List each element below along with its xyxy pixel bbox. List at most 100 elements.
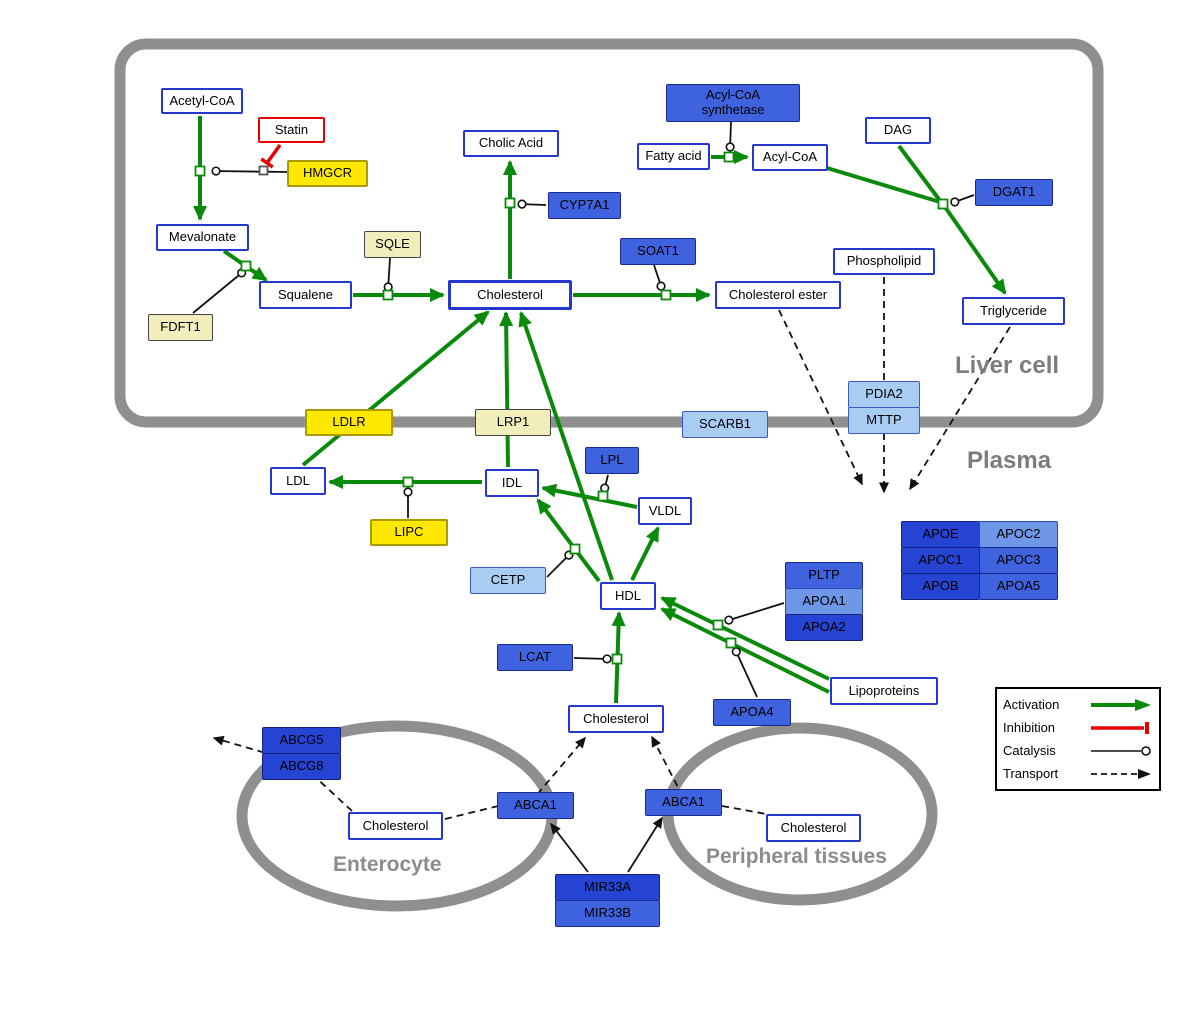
- node-pltp[interactable]: PLTP: [785, 562, 863, 589]
- node-ldlr[interactable]: LDLR: [305, 409, 393, 436]
- reaction-anchor: [504, 197, 516, 209]
- node-ldl[interactable]: LDL: [270, 467, 326, 495]
- reaction-anchor: [611, 653, 623, 665]
- node-apoa5[interactable]: APOA5: [979, 573, 1058, 600]
- reaction-anchor: [660, 289, 672, 301]
- node-vldl[interactable]: VLDL: [638, 497, 692, 525]
- reaction-anchor: [402, 476, 414, 488]
- edge-transport-enterocyte-cholesterol-plasma: [444, 736, 586, 820]
- reaction-anchor: [723, 151, 735, 163]
- activation-arrow-icon: [1091, 698, 1151, 711]
- node-lpl[interactable]: LPL: [585, 447, 639, 474]
- edge-catalysis-fdft1: [192, 268, 247, 314]
- edge-catalysis-acylcoa-synthetase: [725, 121, 735, 152]
- node-squalene[interactable]: Squalene: [259, 281, 352, 309]
- node-cetp[interactable]: CETP: [470, 567, 546, 594]
- reaction-anchor: [194, 165, 206, 177]
- edge-catalysis-apoa4: [731, 647, 758, 698]
- legend: Activation Inhibition Catalysis Transpor…: [995, 687, 1161, 791]
- node-cyp7a1[interactable]: CYP7A1: [548, 192, 621, 219]
- reaction-anchor: [725, 637, 737, 649]
- node-abca1-enterocyte[interactable]: ABCA1: [497, 792, 574, 819]
- node-acetyl-coa[interactable]: Acetyl-CoA: [161, 88, 243, 114]
- edge-lipoproteins-hdl-upper: [660, 596, 830, 681]
- node-abcg5[interactable]: ABCG5: [262, 727, 341, 754]
- node-hdl[interactable]: HDL: [600, 582, 656, 610]
- edge-ldl-cholesterol-via-ldlr: [301, 310, 490, 467]
- node-acyl-coa-synthetase[interactable]: Acyl-CoA synthetase: [666, 84, 800, 122]
- node-phospholipid[interactable]: Phospholipid: [833, 248, 935, 275]
- node-cholic-acid[interactable]: Cholic Acid: [463, 130, 559, 157]
- node-dgat1[interactable]: DGAT1: [975, 179, 1053, 206]
- node-apoc2[interactable]: APOC2: [979, 521, 1058, 548]
- edge-catalysis-soat1: [653, 264, 666, 291]
- liver-cell-label: Liver cell: [955, 352, 1060, 379]
- edge-acylcoa-dgat-junction: [826, 166, 941, 204]
- node-scarb1[interactable]: SCARB1: [682, 411, 768, 438]
- edge-hdl-cholesterol: [518, 311, 614, 581]
- edge-catalysis-cyp7a1: [517, 199, 547, 209]
- node-apoa4[interactable]: APOA4: [713, 699, 791, 726]
- liver-cell-membrane: [114, 38, 1104, 428]
- node-apoe[interactable]: APOE: [901, 521, 980, 548]
- node-idl[interactable]: IDL: [485, 469, 539, 497]
- inhibition-anchor: [258, 165, 269, 176]
- node-triglyceride[interactable]: Triglyceride: [962, 297, 1065, 325]
- node-hmgcr[interactable]: HMGCR: [287, 160, 368, 187]
- reaction-anchor: [240, 260, 252, 272]
- node-cholesterol-liver[interactable]: Cholesterol: [448, 280, 572, 310]
- node-acyl-coa[interactable]: Acyl-CoA: [752, 144, 828, 171]
- edge-mir33-abca1-peripheral: [627, 816, 663, 873]
- node-pdia2[interactable]: PDIA2: [848, 381, 920, 408]
- node-sqle[interactable]: SQLE: [364, 231, 421, 258]
- inhibition-tbar-icon: [1091, 721, 1149, 734]
- node-mir33b[interactable]: MIR33B: [555, 900, 660, 927]
- node-cholesterol-ester[interactable]: Cholesterol ester: [715, 281, 841, 309]
- node-mevalonate[interactable]: Mevalonate: [156, 224, 249, 251]
- node-mir33a[interactable]: MIR33A: [555, 874, 660, 901]
- node-lipc[interactable]: LIPC: [370, 519, 448, 546]
- node-lipoproteins[interactable]: Lipoproteins: [830, 677, 938, 705]
- node-cholesterol-peripheral[interactable]: Cholesterol: [766, 814, 861, 842]
- legend-transport-label: Transport: [1003, 766, 1059, 781]
- node-fdft1[interactable]: FDFT1: [148, 314, 213, 341]
- edge-mir33-abca1-enterocyte: [550, 822, 589, 873]
- node-apoa2[interactable]: APOA2: [785, 614, 863, 641]
- node-apoa1[interactable]: APOA1: [785, 588, 863, 615]
- node-lcat[interactable]: LCAT: [497, 644, 573, 671]
- edge-vldl-idl: [541, 483, 638, 509]
- node-abca1-peripheral[interactable]: ABCA1: [645, 789, 722, 816]
- edge-dgat-junction-triglyceride: [943, 205, 1007, 295]
- node-apob[interactable]: APOB: [901, 573, 980, 600]
- node-apoc1[interactable]: APOC1: [901, 547, 980, 574]
- edge-hdl-vldl: [630, 526, 660, 581]
- node-lrp1[interactable]: LRP1: [475, 409, 551, 436]
- plasma-label: Plasma: [967, 447, 1052, 474]
- reaction-anchor: [937, 198, 949, 210]
- legend-catalysis-label: Catalysis: [1003, 743, 1056, 758]
- reaction-anchor: [382, 289, 394, 301]
- reaction-anchor: [597, 490, 609, 502]
- node-apoc3[interactable]: APOC3: [979, 547, 1058, 574]
- node-soat1[interactable]: SOAT1: [620, 238, 696, 265]
- edge-catalysis-lcat: [573, 654, 612, 664]
- edge-idl-cholesterol-via-lrp1: [499, 311, 514, 468]
- edge-inhibition-statin-hmgcr: [260, 143, 282, 169]
- edge-lipoproteins-hdl-lower: [660, 607, 830, 694]
- transport-dashed-arrow-icon: [1091, 768, 1151, 779]
- node-abcg8[interactable]: ABCG8: [262, 753, 341, 780]
- node-dag[interactable]: DAG: [865, 117, 931, 144]
- legend-activation-label: Activation: [1003, 697, 1060, 712]
- node-statin[interactable]: Statin: [258, 117, 325, 143]
- node-cholesterol-plasma[interactable]: Cholesterol: [568, 705, 664, 733]
- edge-hdl-idl: [536, 498, 601, 583]
- node-fatty-acid[interactable]: Fatty acid: [637, 143, 710, 170]
- legend-row-activation: Activation: [1003, 694, 1153, 716]
- edge-catalysis-apoa1: [724, 602, 785, 625]
- edge-catalysis-hmgcr: [211, 166, 290, 176]
- legend-row-transport: Transport: [1003, 763, 1153, 785]
- edge-catalysis-lpl: [600, 474, 610, 493]
- node-mttp[interactable]: MTTP: [848, 407, 920, 434]
- node-cholesterol-enterocyte[interactable]: Cholesterol: [348, 812, 443, 840]
- enterocyte-label: Enterocyte: [333, 853, 442, 876]
